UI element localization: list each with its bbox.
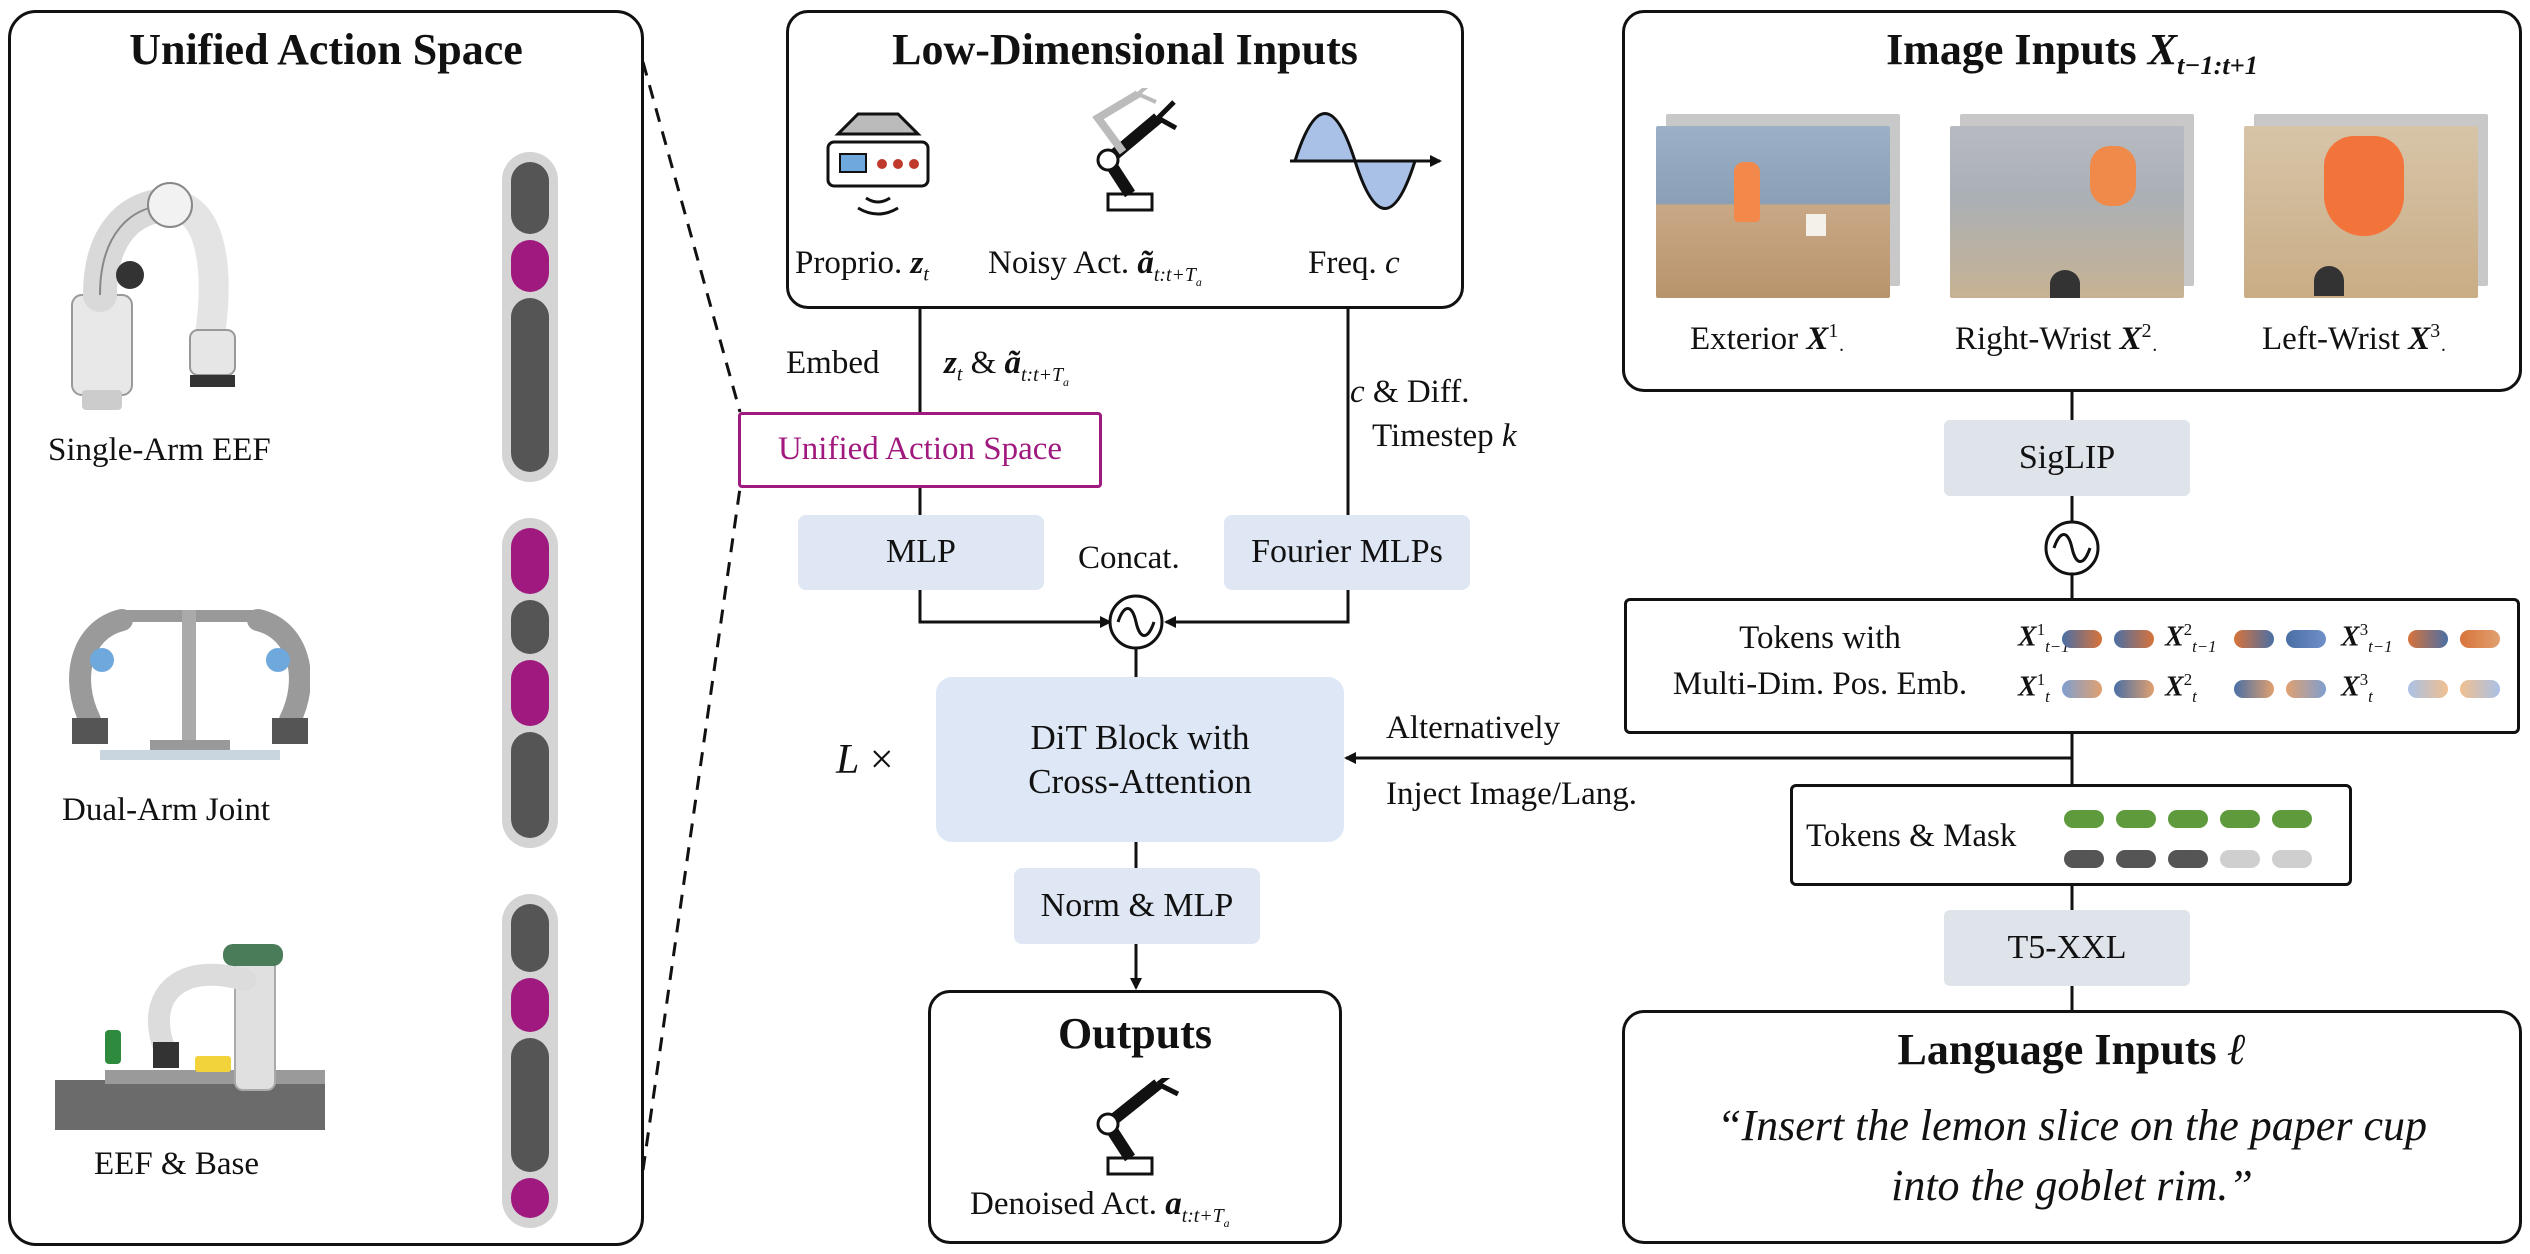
slot-columns <box>502 152 558 1228</box>
proprioception-sensor-icon <box>826 112 930 216</box>
token-row2-x3: X3t <box>2341 670 2373 706</box>
image-token <box>2062 630 2102 648</box>
token-row2-x2: X2t <box>2165 670 2197 706</box>
robot-label-single-arm: Single-Arm EEF <box>48 432 271 468</box>
language-token <box>2272 810 2312 828</box>
timestep-label: Timestep k <box>1372 418 1517 454</box>
tokens-mask-panel <box>1790 784 2352 886</box>
tokens-panel <box>1624 598 2520 734</box>
concat-label: Concat. <box>1078 540 1180 576</box>
alternatively-label: Alternatively <box>1386 710 1561 746</box>
outputs-title: Outputs <box>1057 1009 1213 1058</box>
denoised-action-label: Denoised Act. at:t+Ta <box>970 1186 1230 1230</box>
frequency-wave-icon <box>1290 112 1442 210</box>
language-token <box>2116 810 2156 828</box>
language-inputs-title: Language Inputs ℓ <box>1897 1025 2247 1074</box>
noisy-robot-arm-icon <box>1092 88 1178 212</box>
freq-label: Freq. c <box>1308 245 1400 281</box>
embed-symbols: zt & ãt:t+Ta <box>944 345 1069 389</box>
siglip-box: SigLIP <box>1944 420 2190 496</box>
language-inputs-panel <box>1622 1010 2522 1244</box>
image-token <box>2234 680 2274 698</box>
image-token <box>2062 680 2102 698</box>
token-row1-x3: X3t−1 <box>2341 620 2393 656</box>
robot-label-dual-arm: Dual-Arm Joint <box>62 792 271 828</box>
tokens-line1: Tokens with <box>1739 620 1901 656</box>
mask-token-on <box>2168 850 2208 868</box>
image-token <box>2234 630 2274 648</box>
right-wrist-camera-label: Right-Wrist X2· <box>1955 320 2159 362</box>
repeat-l-label: L × <box>836 737 894 783</box>
language-token <box>2064 810 2104 828</box>
inject-label: Inject Image/Lang. <box>1386 776 1638 812</box>
instruction-line2: into the goblet rim.” <box>1891 1161 2253 1210</box>
proprio-label: Proprio. zt <box>795 245 929 286</box>
c-diff-timestep-label: c & Diff. <box>1350 374 1470 410</box>
language-token <box>2168 810 2208 828</box>
noisy-action-label: Noisy Act. ãt:t+Ta <box>988 245 1202 289</box>
zoom-dash-top <box>641 61 742 413</box>
left-wrist-camera-image <box>2244 126 2478 298</box>
tokens-line2: Multi-Dim. Pos. Emb. <box>1672 666 1968 702</box>
norm-mlp-box: Norm & MLP <box>1014 868 1260 944</box>
token-row1-x2: X2t−1 <box>2165 620 2217 656</box>
exterior-camera-label: Exterior X1· <box>1690 320 1845 362</box>
mobile-manipulator-icon <box>55 944 325 1130</box>
image-inputs-title: Image Inputs Xt−1:t+1 <box>1886 25 2258 80</box>
image-token <box>2114 680 2154 698</box>
exterior-camera-image <box>1656 126 1890 298</box>
mask-token-on <box>2064 850 2104 868</box>
output-robot-arm-icon <box>1096 1078 1180 1176</box>
mask-token-on <box>2116 850 2156 868</box>
dual-arm-robot-icon <box>69 609 310 760</box>
image-token <box>2286 680 2326 698</box>
robot-label-eef-base: EEF & Base <box>94 1146 259 1182</box>
embed-label: Embed <box>786 345 880 381</box>
tokens-mask-label: Tokens & Mask <box>1806 818 2017 854</box>
unified-action-space-box: Unified Action Space <box>738 412 1102 488</box>
image-token <box>2460 680 2500 698</box>
image-token <box>2408 680 2448 698</box>
mask-token-off <box>2220 850 2260 868</box>
mask-token-off <box>2272 850 2312 868</box>
zoom-dash-bottom <box>641 487 742 1171</box>
outputs-panel <box>928 990 1342 1244</box>
instruction-line1: “Insert the lemon slice on the paper cup <box>1717 1101 2427 1150</box>
image-token <box>2408 630 2448 648</box>
left-panel-title: Unified Action Space <box>129 25 523 74</box>
single-arm-robot-icon <box>71 182 236 410</box>
language-token <box>2220 810 2260 828</box>
left-wrist-camera-label: Left-Wrist X3· <box>2262 320 2447 362</box>
mlp-box: MLP <box>798 515 1044 590</box>
image-token <box>2114 630 2154 648</box>
t5-xxl-box: T5-XXL <box>1944 910 2190 986</box>
token-row2-x1: X1t <box>2018 670 2050 706</box>
right-wrist-camera-image <box>1950 126 2184 298</box>
image-token <box>2460 630 2500 648</box>
low-dim-title: Low-Dimensional Inputs <box>892 25 1358 74</box>
fourier-mlps-box: Fourier MLPs <box>1224 515 1470 590</box>
image-token <box>2286 630 2326 648</box>
